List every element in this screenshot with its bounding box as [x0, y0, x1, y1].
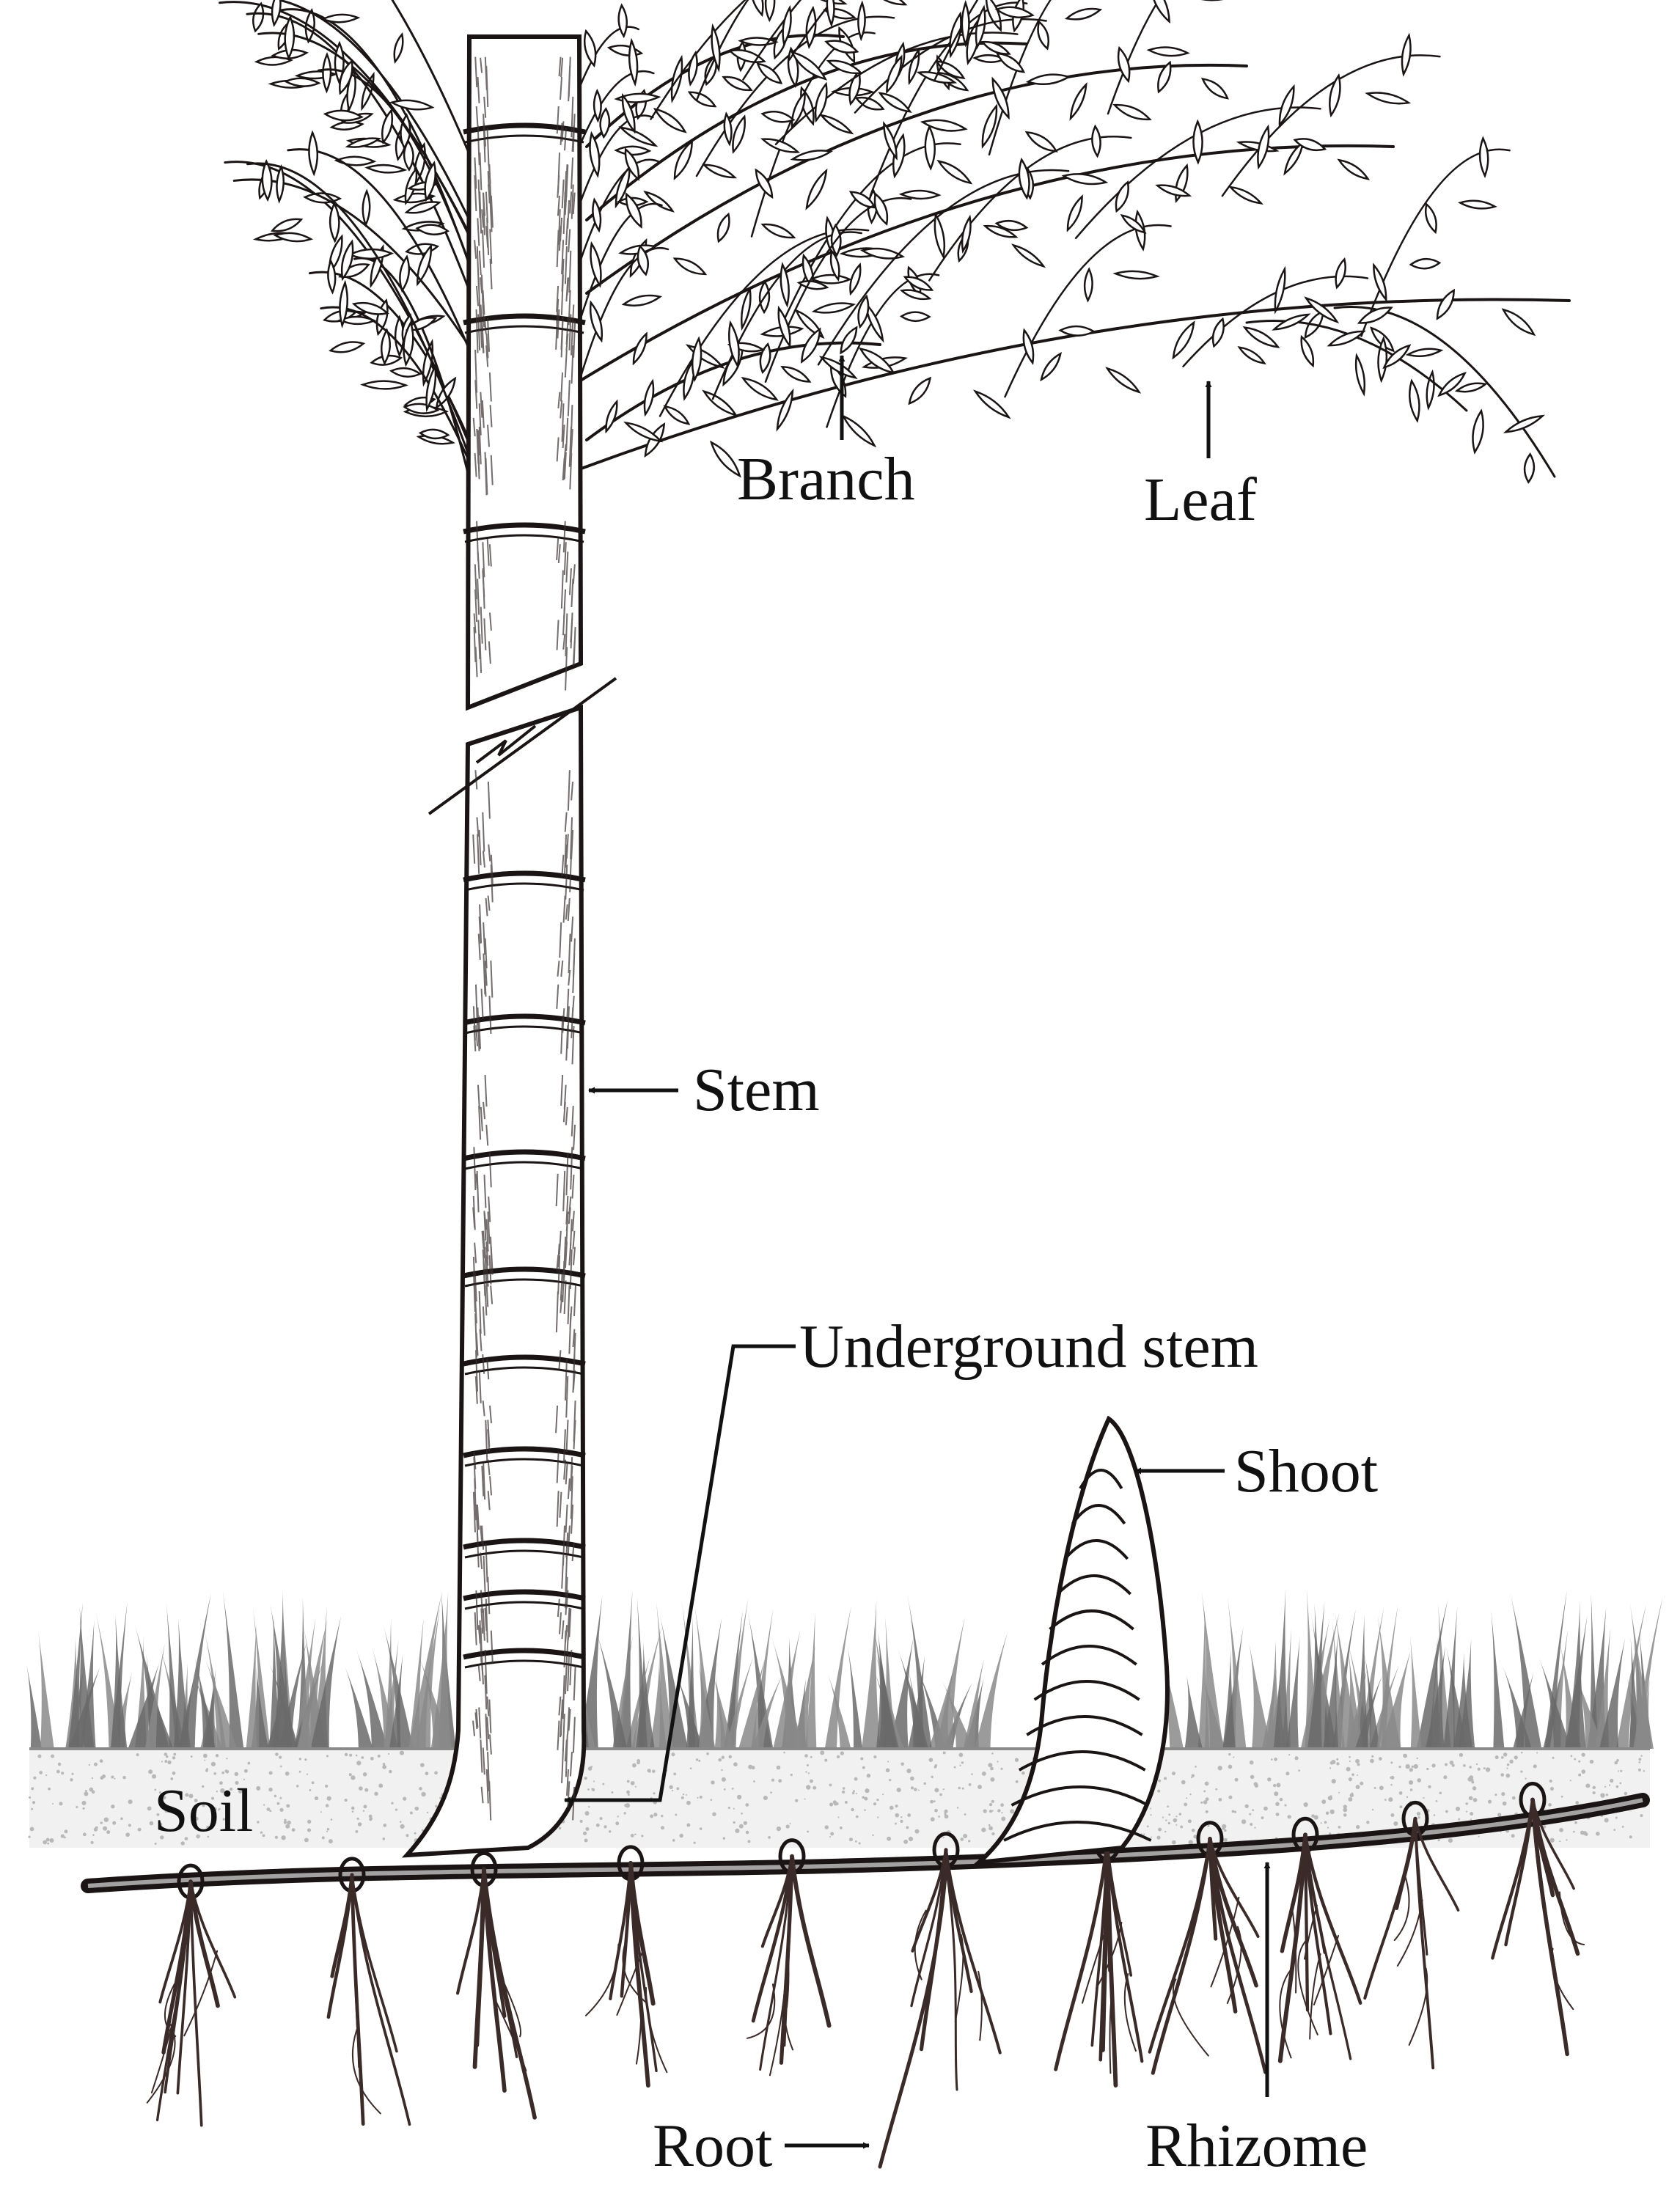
shoot-label: Shoot — [1234, 1437, 1379, 1505]
stem-label: Stem — [693, 1056, 820, 1124]
culm-upper — [465, 34, 584, 711]
rhizome-label: Rhizome — [1145, 2112, 1368, 2180]
culm-hatching — [472, 56, 576, 1821]
root-label: Root — [653, 2112, 773, 2180]
underground-stem-leader — [564, 1344, 796, 1804]
grass-clumps — [26, 1588, 1663, 1749]
leader-lines — [564, 355, 1271, 2149]
soil-label: Soil — [154, 1777, 254, 1845]
shoot — [972, 1415, 1170, 1865]
branch-label: Branch — [737, 445, 915, 513]
underground-stem-label: Underground stem — [799, 1313, 1259, 1381]
culm-break — [428, 677, 617, 815]
leaf-label: Leaf — [1144, 466, 1257, 534]
canopy-branches — [219, 0, 1571, 484]
roots — [146, 1797, 1585, 2169]
